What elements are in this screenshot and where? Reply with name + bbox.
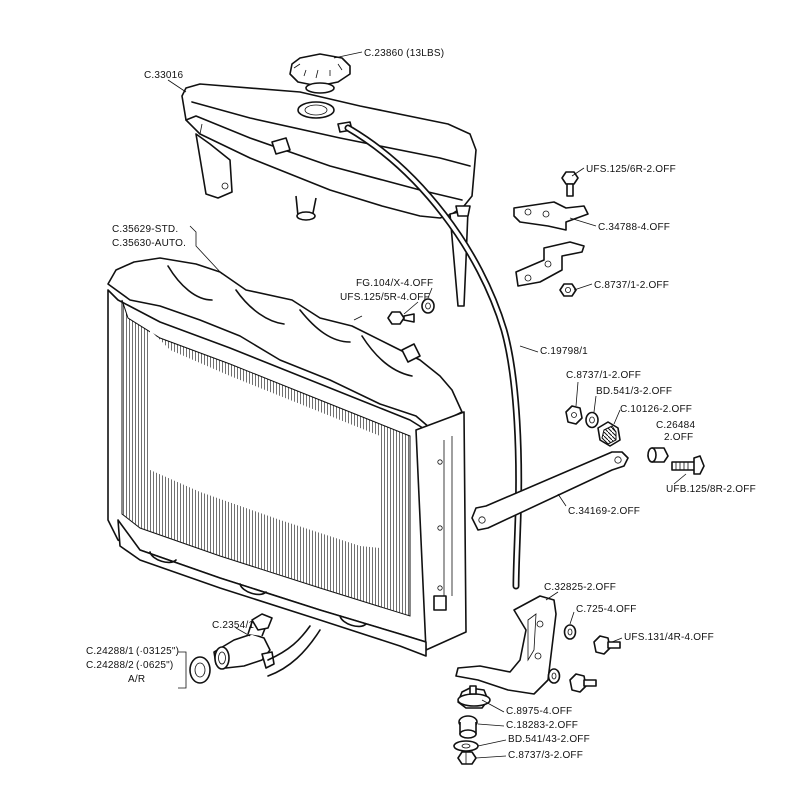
label-radiator-auto: C.35630-AUTO. xyxy=(112,238,186,249)
label-radiator-std: C.35629-STD. xyxy=(112,224,178,235)
label-filler-cap: C.23860 (13LBS) xyxy=(364,48,444,59)
stay-rod xyxy=(471,451,629,531)
filler-cap xyxy=(289,53,351,94)
label-top-washer: FG.104/X-4.OFF xyxy=(356,278,433,289)
label-overflow-hose: C.19798/1 xyxy=(540,346,588,357)
part-labels: C.23860 (13LBS) C.33016 C.35629-STD. C.3… xyxy=(86,48,756,761)
tap-washer xyxy=(189,656,211,684)
label-stay-bush: C.10126-2.OFF xyxy=(620,404,692,415)
mount-washer-lower xyxy=(547,668,561,684)
label-rubber-mount: C.8975-4.OFF xyxy=(506,706,572,717)
drain-tap xyxy=(213,613,321,677)
label-mount-washer-2: BD.541/43-2.OFF xyxy=(508,734,590,745)
rubber-mount xyxy=(457,685,491,709)
label-stay-bolt: UFB.125/8R-2.OFF xyxy=(666,484,756,495)
mount-washer xyxy=(563,624,577,640)
mount-washer-2 xyxy=(453,740,479,752)
label-bracket-nut: C.8737/1-2.OFF xyxy=(594,280,669,291)
label-tap-washer-2: C.24288/2 xyxy=(86,660,134,671)
top-screw xyxy=(387,311,415,325)
label-mount-bracket: C.32825-2.OFF xyxy=(544,582,616,593)
label-header-tank: C.33016 xyxy=(144,70,183,81)
header-tank xyxy=(181,83,477,307)
label-tap-washer-1-size: (·03125") xyxy=(136,646,179,657)
label-mount-washer: C.725-4.OFF xyxy=(576,604,637,615)
label-stay-rod: C.34169-2.OFF xyxy=(568,506,640,517)
stay-spacer xyxy=(647,447,669,463)
radiator-core xyxy=(107,257,467,657)
label-mount-nut: C.8737/3-2.OFF xyxy=(508,750,583,761)
lower-bracket xyxy=(515,241,585,287)
label-tap-washer-2-size: (·0625") xyxy=(136,660,173,671)
label-stay-nut: C.8737/1-2.OFF xyxy=(566,370,641,381)
label-spacer: C.26484 xyxy=(656,420,695,431)
label-bracket: C.34788-4.OFF xyxy=(598,222,670,233)
upper-bracket xyxy=(513,201,589,231)
stay-bush xyxy=(597,421,621,447)
label-tap-washer-ar: A/R xyxy=(128,674,145,685)
mount-bracket xyxy=(455,595,557,695)
leader-lines xyxy=(167,51,687,759)
label-bracket-bolt: UFS.125/6R-2.OFF xyxy=(586,164,676,175)
bracket-bolt xyxy=(561,171,579,197)
stay-bolt xyxy=(671,455,705,475)
mount-bolt-lower xyxy=(569,673,597,693)
mount-nut xyxy=(457,751,477,765)
label-mount-bush: C.18283-2.OFF xyxy=(506,720,578,731)
label-mount-bolt: UFS.131/4R-4.OFF xyxy=(624,632,714,643)
label-drain-tap: C.2354/1 xyxy=(212,620,254,631)
top-washer xyxy=(421,298,435,314)
label-tap-washer-1: C.24288/1 xyxy=(86,646,134,657)
stay-washer xyxy=(585,411,599,429)
label-top-screw: UFS.125/5R-4.OFF xyxy=(340,292,430,303)
stay-nut xyxy=(565,405,583,425)
mount-bush xyxy=(458,715,478,739)
bracket-nut xyxy=(559,283,577,297)
label-spacer-qty: 2.OFF xyxy=(664,432,693,443)
overflow-hose xyxy=(344,124,523,590)
mount-bolt-upper xyxy=(593,635,621,655)
label-stay-washer: BD.541/3-2.OFF xyxy=(596,386,672,397)
